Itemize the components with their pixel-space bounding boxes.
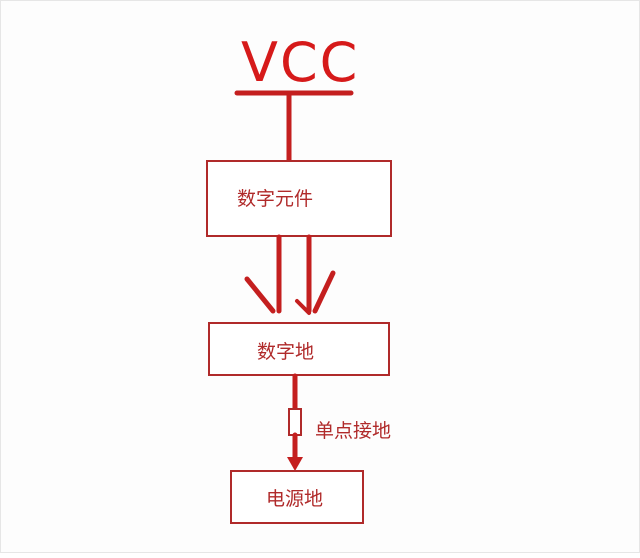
power-ground-label: 电源地 <box>266 488 323 510</box>
vcc-label: VCC <box>241 31 359 94</box>
digital-ground-label: 数字地 <box>257 341 314 363</box>
digital-ground-box <box>208 322 390 376</box>
digital-component-label: 数字元件 <box>237 188 313 210</box>
arrow-middle-stroke <box>295 299 311 315</box>
single-point-resistor <box>288 408 302 436</box>
digital-component-box <box>206 160 392 237</box>
single-point-ground-label: 单点接地 <box>315 420 391 442</box>
arrow-right-stroke-b <box>312 270 336 314</box>
arrow-down-icon <box>287 457 303 471</box>
power-ground-box <box>230 470 364 524</box>
arrow-left-stroke-a <box>244 276 276 314</box>
